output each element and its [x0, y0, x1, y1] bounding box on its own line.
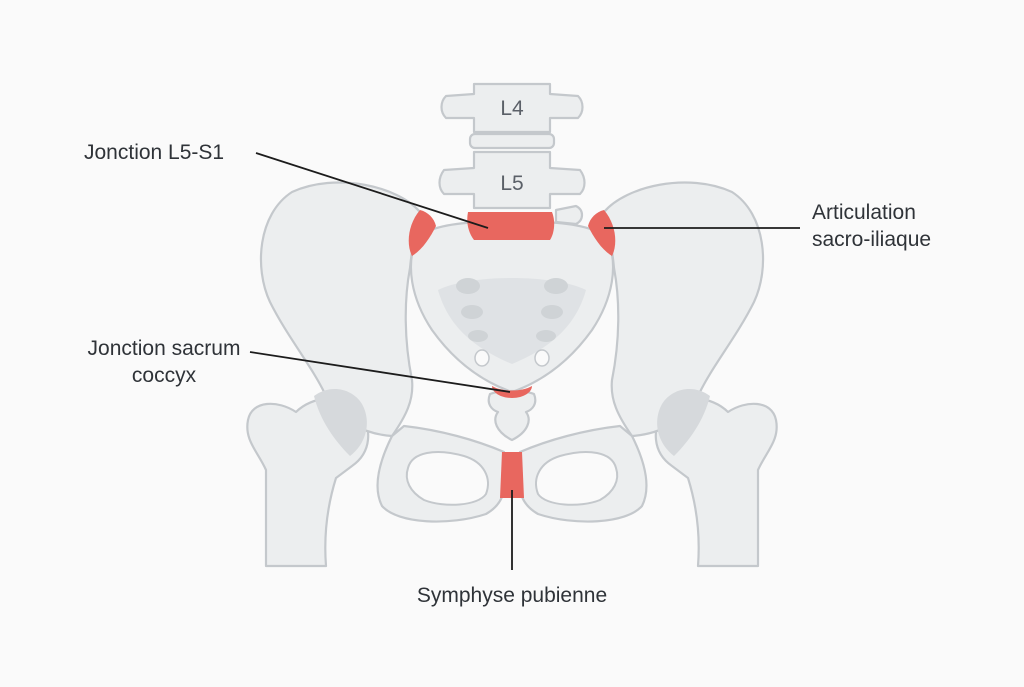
- left-obturator-foramen: [405, 451, 489, 506]
- l5-vertebra: [438, 150, 586, 210]
- label-sacrococcygeal-line2: coccyx: [131, 364, 197, 387]
- leader-line-l5-s1: [255, 152, 489, 229]
- l4-l5-disc: [468, 132, 556, 150]
- sacral-foramen: [468, 330, 488, 342]
- l4-vertebra: [440, 82, 584, 134]
- sacral-foramen: [536, 330, 556, 342]
- sacral-foramen: [456, 278, 480, 294]
- coccyx: [487, 389, 537, 442]
- label-sacrococcygeal-line1: Jonction sacrum: [87, 337, 241, 360]
- sacral-foramen: [461, 305, 483, 319]
- label-pubic-symphysis-text: Symphyse pubienne: [416, 584, 608, 607]
- label-l5-s1-text: Jonction L5-S1: [84, 141, 225, 164]
- pubic-symphysis-highlight: [500, 452, 524, 498]
- l5-label: L5: [500, 172, 523, 195]
- right-acetabulum-shadow: [657, 389, 710, 456]
- right-sacroiliac-joint-highlight: [588, 210, 616, 256]
- sacrum-shading: [438, 278, 586, 364]
- sacrococcygeal-junction-highlight: [492, 386, 532, 398]
- label-pubic-symphysis: Symphyse pubienne: [402, 582, 622, 609]
- label-sacroiliac-line1: Articulation: [812, 201, 916, 224]
- left-acetabulum-shadow: [314, 389, 367, 456]
- sacral-foramen: [544, 278, 568, 294]
- label-l5-s1-junction: Jonction L5-S1: [84, 139, 224, 166]
- label-sacroiliac-line2: sacro-iliaque: [812, 228, 932, 251]
- left-sacroiliac-joint-highlight: [408, 210, 436, 256]
- sacral-foramen: [541, 305, 563, 319]
- l5-s1-junction-highlight: [467, 212, 555, 240]
- l5-transverse-process: [554, 204, 584, 226]
- label-sacrococcygeal-junction: Jonction sacrum coccyx: [78, 335, 250, 389]
- leader-line-sacrococcygeal: [249, 351, 511, 393]
- l4-label: L4: [500, 97, 524, 120]
- label-sacroiliac-joint: Articulation sacro-iliaque: [812, 199, 931, 253]
- right-obturator-foramen: [535, 451, 619, 506]
- sacral-foramen-lower: [534, 349, 550, 367]
- sacral-foramen-lower: [474, 349, 490, 367]
